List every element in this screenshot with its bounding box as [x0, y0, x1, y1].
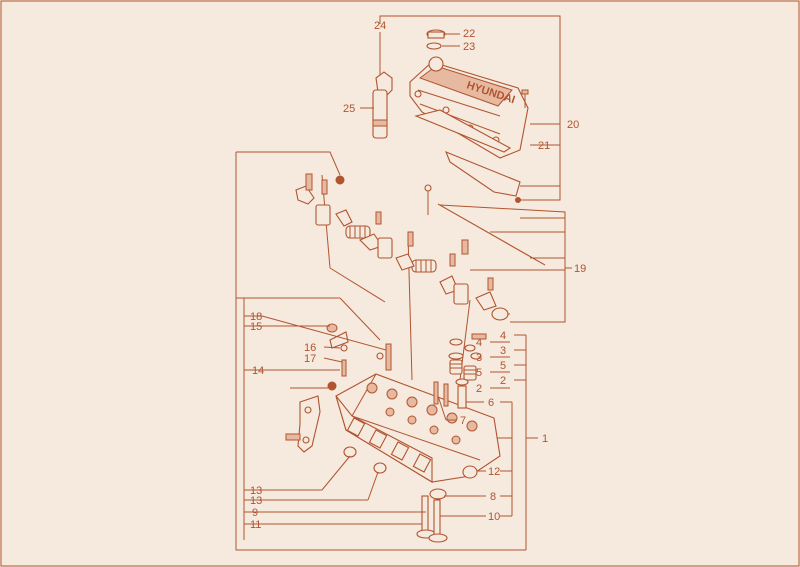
rocker-shaft — [424, 184, 546, 266]
label-18: 18 — [250, 311, 262, 323]
label-5a: 5 — [500, 360, 506, 372]
label-2b: 2 — [476, 383, 482, 395]
label-12: 12 — [488, 466, 500, 478]
valve-train-parts — [416, 333, 487, 543]
label-11: 11 — [250, 519, 261, 531]
breather-pipe — [372, 71, 393, 139]
label-16: 16 — [304, 342, 316, 354]
label-8: 8 — [490, 491, 496, 503]
label-21: 21 — [538, 140, 550, 152]
part-labels: 24 22 23 25 20 21 19 18 15 16 17 14 4 4 … — [250, 20, 586, 531]
label-20: 20 — [567, 119, 579, 131]
label-3b: 3 — [476, 352, 482, 364]
label-4a: 4 — [500, 330, 506, 342]
label-5b: 5 — [476, 367, 482, 379]
bracket-lines — [235, 15, 572, 551]
label-24: 24 — [374, 20, 386, 32]
leader-lines — [261, 33, 510, 525]
oil-filler-cap — [426, 29, 446, 50]
label-10: 10 — [488, 511, 500, 523]
label-3a: 3 — [500, 345, 506, 357]
cylinder-head — [335, 373, 501, 483]
cover-bolt — [515, 89, 529, 203]
label-19: 19 — [574, 263, 586, 275]
rocker-arms — [295, 173, 509, 321]
label-9: 9 — [252, 507, 258, 519]
label-15: 15 — [250, 321, 262, 333]
label-25: 25 — [343, 103, 355, 115]
label-1: 1 — [542, 433, 548, 445]
label-13a: 13 — [250, 485, 262, 497]
rocker-cover: HYUNDAI — [409, 56, 529, 159]
label-23: 23 — [463, 41, 475, 53]
label-7: 7 — [460, 415, 466, 427]
label-13b: 13 — [250, 495, 262, 507]
lifting-bracket — [285, 395, 321, 453]
cover-gasket — [414, 109, 521, 197]
head-studs-and-plugs — [326, 323, 478, 479]
label-14: 14 — [252, 365, 264, 377]
label-4b: 4 — [476, 337, 482, 349]
label-2a: 2 — [500, 375, 506, 387]
label-22: 22 — [463, 28, 475, 40]
label-6: 6 — [488, 397, 494, 409]
label-17: 17 — [304, 353, 316, 365]
